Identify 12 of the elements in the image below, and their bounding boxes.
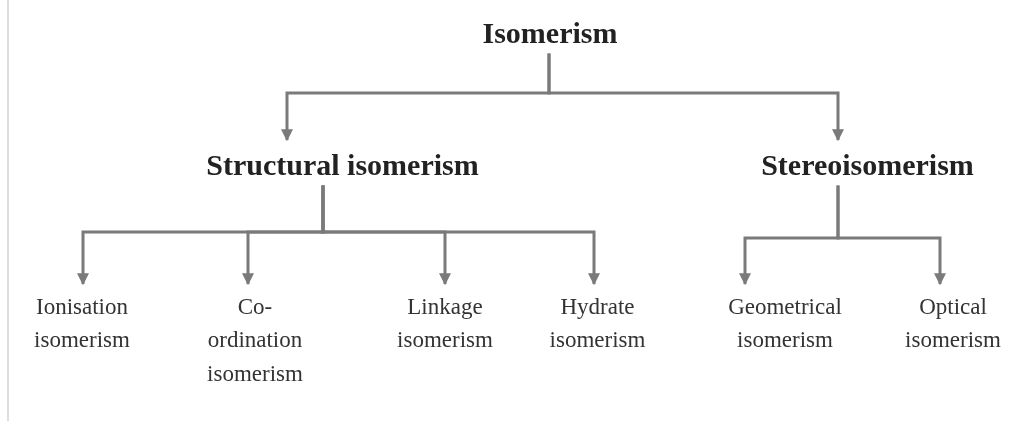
category-label: Ionisation isomerism bbox=[12, 290, 152, 357]
category-label: Optical isomerism bbox=[888, 290, 1018, 357]
heading-label: Stereoisomerism bbox=[720, 146, 1015, 184]
category-label: Geometrical isomerism bbox=[705, 290, 865, 357]
category-label: Co-ordination isomerism bbox=[195, 290, 315, 391]
heading-label: Structural isomerism bbox=[160, 146, 525, 184]
category-label: Linkage isomerism bbox=[370, 290, 520, 357]
tree-arrow bbox=[547, 53, 844, 142]
heading-label: Isomerism bbox=[400, 14, 700, 52]
tree-arrow bbox=[836, 185, 946, 286]
tree-arrow bbox=[321, 185, 600, 286]
category-label: Hydrate isomerism bbox=[535, 290, 660, 357]
